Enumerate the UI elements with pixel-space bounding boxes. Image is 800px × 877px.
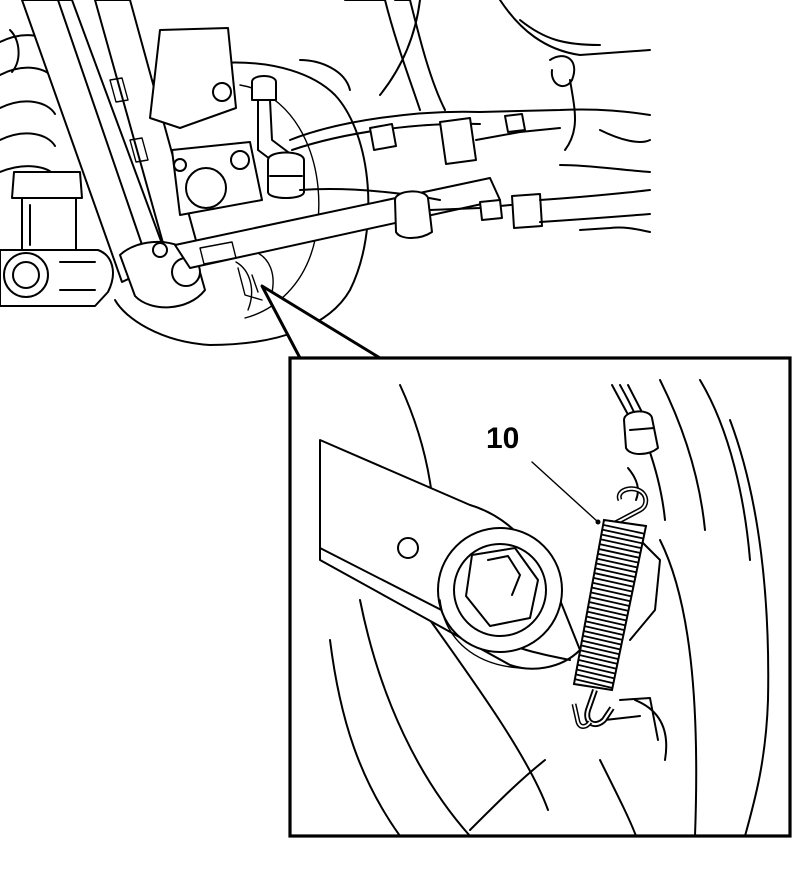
spring-coil [584,625,625,636]
spring-coil [581,639,622,651]
spring-coil [602,528,645,540]
spring-coil [586,615,627,627]
spring-coil [578,659,618,670]
spring-coil [576,668,616,680]
vehicle-body [299,0,651,233]
spring-coil [574,678,614,690]
spring-coil [601,533,644,545]
spring-coil [600,538,643,550]
callout-label-10: 10 [486,422,519,455]
spring-coil [587,605,629,617]
spring-coil [579,654,619,665]
spring-coil [587,610,628,622]
spring-coil [577,663,617,675]
bolt [437,527,563,669]
rear-suspension-overview [0,0,651,346]
spring-coil [599,543,642,554]
callout-leader [531,461,599,523]
spring-coil [595,562,638,574]
spring-coil [598,548,641,559]
spring-coil [590,591,632,603]
spring-coil [596,557,639,569]
spring-coil [594,567,637,579]
spring-coil [593,577,635,588]
trailing-arm [21,0,206,309]
spring-coil [579,649,620,661]
detail-marker [237,267,263,301]
callout-leader-dot [595,519,601,525]
detail-pointer [260,284,382,360]
stabilizer-link [251,75,305,199]
spring-coil [597,552,640,564]
spring-coil [589,596,631,608]
spring-coil [591,586,633,598]
spring-coil [592,581,634,593]
upper-mount [149,27,263,216]
spring-coil [594,572,636,583]
detail-inset: 10 [288,356,792,838]
spring-coil [580,644,621,656]
brake-cables [289,108,651,239]
shock-absorber [0,171,114,307]
spring-coil [575,673,615,685]
spring-coil [602,523,646,535]
spring-coil [585,620,626,632]
spring-coil [582,634,623,646]
spring-coil [583,630,624,641]
spring-coil [588,601,630,612]
return-spring [571,467,649,729]
